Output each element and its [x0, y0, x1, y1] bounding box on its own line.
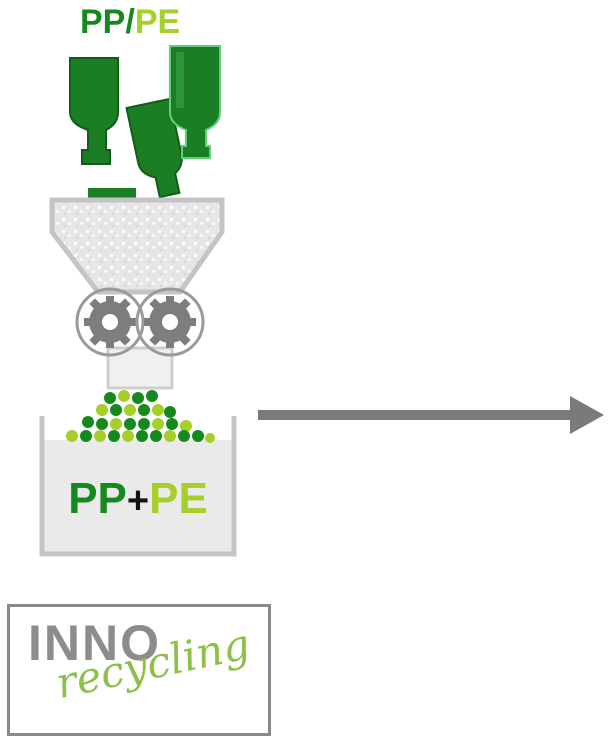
right-arrow-icon [258, 396, 604, 434]
output-plus: + [126, 480, 150, 522]
output-pe-label: PE [149, 474, 208, 523]
output-material-label: PP+PE [40, 472, 236, 528]
input-slash: / [125, 3, 135, 41]
company-logo: INNO recycling [7, 604, 271, 736]
hopper-icon [49, 197, 225, 390]
input-pe-label: PE [134, 3, 181, 41]
input-pp-label: PP [80, 3, 126, 41]
bottle-icon [69, 45, 221, 202]
collection-bin [39, 416, 237, 557]
gear-icon [75, 287, 205, 357]
pellet-pile [66, 390, 215, 443]
input-material-label: PP/PE [80, 2, 180, 42]
logo-brand-top: INNO [28, 615, 161, 671]
output-pp-label: PP [68, 474, 127, 523]
